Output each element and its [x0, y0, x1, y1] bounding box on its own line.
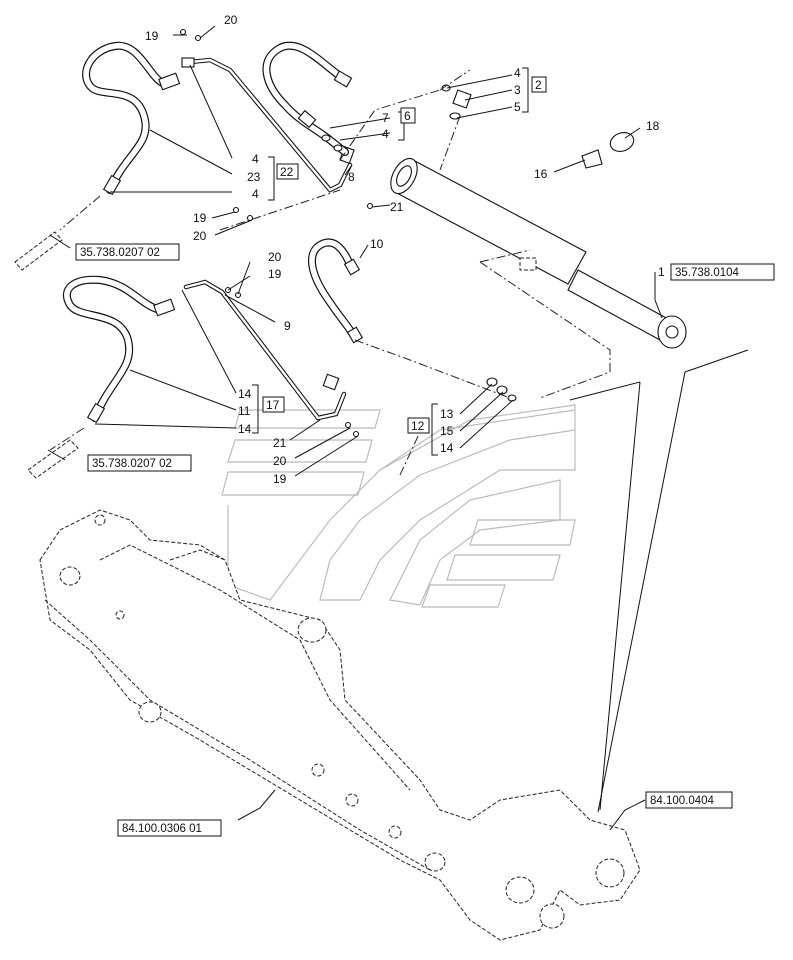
- callout-21: 21: [390, 200, 404, 214]
- callout-21: 21: [273, 436, 287, 450]
- excavator-arm: [39, 509, 641, 941]
- callout-4: 4: [252, 152, 259, 166]
- callout-8: 8: [348, 170, 355, 184]
- callout-19: 19: [145, 29, 159, 43]
- callout-23: 23: [247, 170, 261, 184]
- callout-22: 22: [280, 165, 294, 179]
- fittings: [179, 28, 635, 402]
- callout-16: 16: [534, 167, 548, 181]
- callout-2: 2: [535, 78, 542, 92]
- hose-10: [224, 238, 364, 438]
- ref-bucket-link: 84.100.0404: [650, 795, 715, 807]
- callout-20: 20: [224, 13, 238, 27]
- callout-4: 4: [252, 187, 259, 201]
- callout-9: 9: [284, 319, 291, 333]
- hose-pins: [14, 231, 79, 479]
- callout-6: 6: [404, 109, 411, 123]
- callout-20: 20: [193, 229, 207, 243]
- lower-rigid-pipe: [183, 279, 347, 421]
- reference-labels: 35.738.0207 02 35.738.0104 35.738.0207 0…: [80, 247, 740, 835]
- group-brackets: [252, 67, 547, 456]
- callout-11: 11: [238, 404, 251, 418]
- hydraulic-cylinder: [390, 157, 687, 349]
- alignment-lines: [49, 69, 611, 476]
- callout-19: 19: [268, 267, 282, 281]
- ref-upper-hose: 35.738.0207 02: [80, 247, 160, 259]
- upper-flexible-hose: [82, 41, 181, 196]
- callout-14: 14: [238, 422, 252, 436]
- callout-20: 20: [268, 250, 282, 264]
- watermark-logo: [221, 404, 576, 608]
- callout-15: 15: [440, 424, 454, 438]
- callout-1: 1: [658, 265, 665, 279]
- callout-3: 3: [514, 83, 521, 97]
- ref-arm: 84.100.0306 01: [122, 823, 202, 835]
- callout-17: 17: [266, 398, 280, 412]
- upper-right-hose: [262, 41, 353, 156]
- leader-lines: [47, 25, 749, 831]
- callout-19: 19: [273, 472, 287, 486]
- callout-14: 14: [238, 387, 252, 401]
- lower-flexible-hose: [62, 275, 176, 424]
- callout-4: 4: [514, 66, 521, 80]
- callout-13: 13: [440, 407, 454, 421]
- callout-18: 18: [646, 119, 660, 133]
- callout-7: 7: [382, 111, 389, 125]
- upper-rigid-pipe: [181, 57, 355, 193]
- reference-boxes: [75, 243, 775, 837]
- callout-4: 4: [382, 127, 389, 141]
- callout-5: 5: [514, 100, 521, 114]
- callout-labels: 20 19 4 3 5 2 7 4 6 18 16 4 23 4 22 8 19…: [145, 13, 665, 486]
- ref-lower-hose: 35.738.0207 02: [92, 458, 172, 470]
- ref-cylinder: 35.738.0104: [675, 267, 740, 279]
- callout-12: 12: [411, 419, 425, 433]
- callout-10: 10: [370, 237, 384, 251]
- callout-20: 20: [273, 454, 287, 468]
- callout-19: 19: [193, 211, 207, 225]
- callout-14: 14: [440, 441, 454, 455]
